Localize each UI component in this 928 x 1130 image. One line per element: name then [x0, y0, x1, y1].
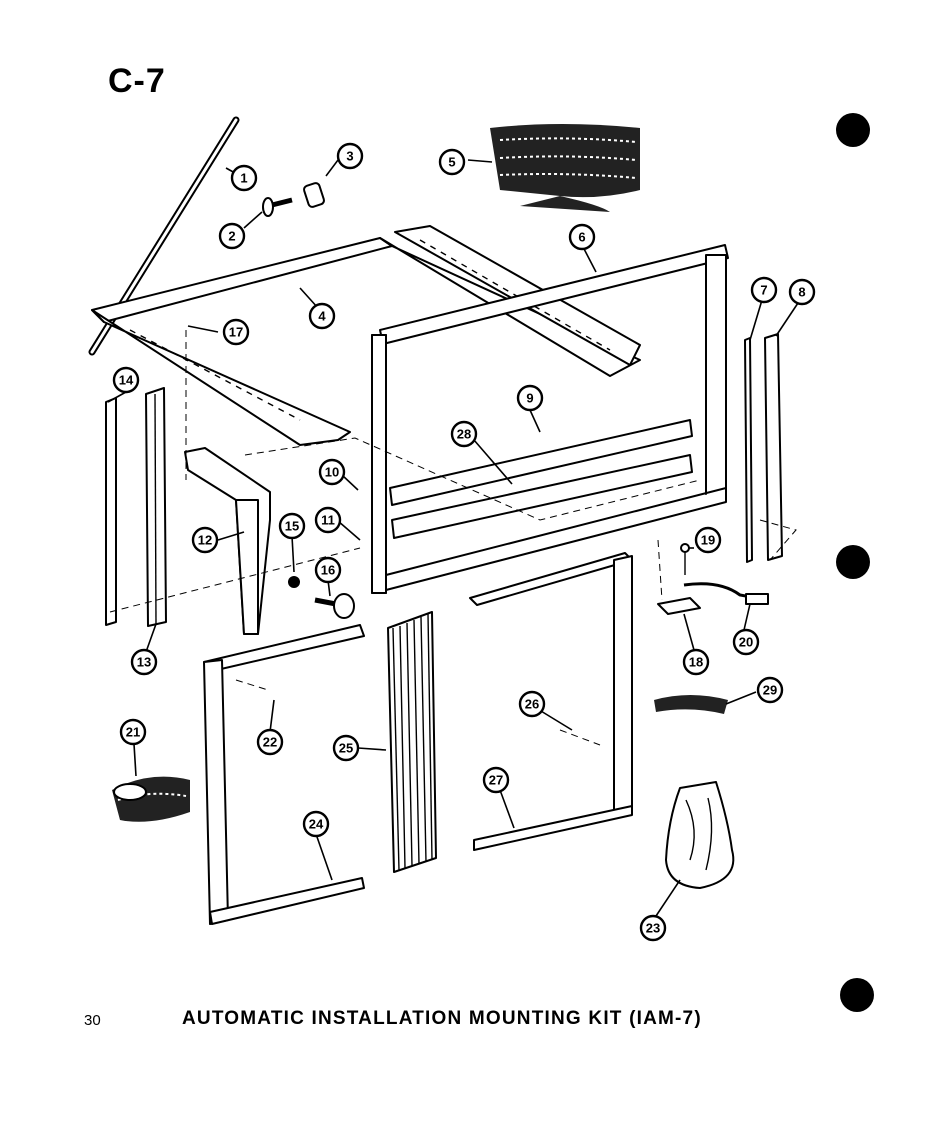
callout-label: 6 [578, 230, 585, 245]
section-code: C-7 [108, 62, 166, 100]
callout-label: 27 [489, 773, 503, 788]
callout-11: 11 [314, 506, 342, 534]
callout-19: 19 [694, 526, 722, 554]
callout-label: 23 [646, 921, 660, 936]
callout-label: 10 [325, 465, 339, 480]
callout-18: 18 [682, 648, 710, 676]
callout-label: 28 [457, 427, 471, 442]
callout-label: 18 [689, 655, 703, 670]
part-foam-roll-top [490, 124, 640, 212]
callout-label: 20 [739, 635, 753, 650]
callout-28: 28 [450, 420, 478, 448]
page-title: AUTOMATIC INSTALLATION MOUNTING KIT (IAM… [182, 1008, 702, 1029]
callout-label: 5 [448, 155, 455, 170]
callout-12: 12 [191, 526, 219, 554]
callout-16: 16 [314, 556, 342, 584]
part-knob [314, 593, 355, 619]
callout-label: 24 [309, 817, 324, 832]
callout-label: 7 [760, 283, 767, 298]
callout-label: 12 [198, 533, 212, 548]
callout-label: 4 [318, 309, 326, 324]
page-number: 30 [84, 1012, 101, 1029]
punch-hole-middle [836, 545, 870, 579]
part-ground-wire [683, 582, 769, 605]
part-side-strip-right [744, 333, 783, 563]
callout-9: 9 [516, 384, 544, 412]
part-small-bracket [657, 597, 701, 615]
callout-label: 2 [228, 229, 235, 244]
callout-label: 8 [798, 285, 805, 300]
part-screw [262, 197, 293, 217]
callout-label: 13 [137, 655, 151, 670]
callout-5: 5 [438, 148, 466, 176]
callout-label: 21 [126, 725, 140, 740]
callout-label: 14 [119, 373, 134, 388]
callout-10: 10 [318, 458, 346, 486]
callout-1: 1 [230, 164, 258, 192]
callout-8: 8 [788, 278, 816, 306]
callout-label: 19 [701, 533, 715, 548]
callout-29: 29 [756, 676, 784, 704]
leader-lines [107, 159, 801, 917]
callout-26: 26 [518, 690, 546, 718]
punch-hole-bottom [840, 978, 874, 1012]
callout-7: 7 [750, 276, 778, 304]
callout-label: 1 [240, 171, 247, 186]
callout-21: 21 [119, 718, 147, 746]
callout-label: 29 [763, 683, 777, 698]
callout-label: 26 [525, 697, 539, 712]
part-window-channel-frame [469, 552, 633, 851]
callout-17: 17 [222, 318, 250, 346]
callout-label: 3 [346, 149, 353, 164]
callout-23: 23 [639, 914, 667, 942]
callout-label: 16 [321, 563, 335, 578]
punch-hole-top [836, 113, 870, 147]
callout-label: 25 [339, 741, 353, 756]
part-left-window-frame [203, 624, 365, 925]
callout-25: 25 [332, 734, 360, 762]
part-main-frame [371, 244, 729, 594]
part-foam-roll-bottom [112, 776, 190, 822]
callout-label: 17 [229, 325, 243, 340]
callout-13: 13 [130, 648, 158, 676]
callout-3: 3 [336, 142, 364, 170]
callout-27: 27 [482, 766, 510, 794]
callout-label: 15 [285, 519, 299, 534]
callout-2: 2 [218, 222, 246, 250]
callout-20: 20 [732, 628, 760, 656]
part-hardware-bag [665, 781, 735, 889]
callout-22: 22 [256, 728, 284, 756]
callout-6: 6 [568, 223, 596, 251]
part-cord-bundle [654, 695, 728, 714]
part-nut [303, 182, 325, 208]
callout-15: 15 [278, 512, 306, 540]
callout-24: 24 [302, 810, 330, 838]
callout-label: 22 [263, 735, 277, 750]
callout-label: 9 [526, 391, 533, 406]
part-washer [288, 576, 300, 588]
part-accordion-panel [387, 611, 437, 873]
callout-4: 4 [308, 302, 336, 330]
callout-label: 11 [321, 513, 335, 528]
callout-14: 14 [112, 366, 140, 394]
